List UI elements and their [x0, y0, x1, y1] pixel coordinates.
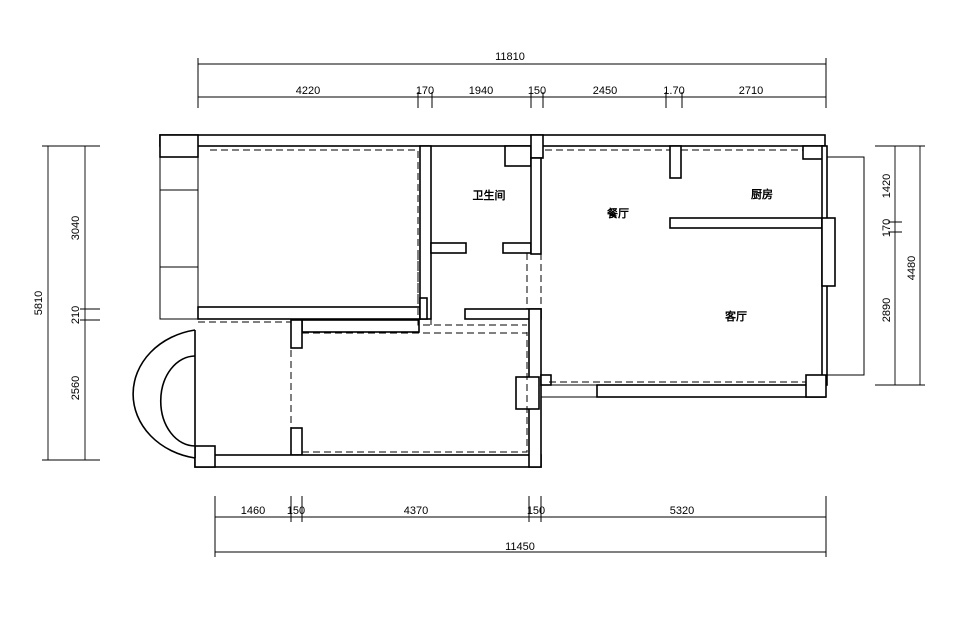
dim-bottom-1: 1460 [241, 505, 265, 517]
dim-right-2: 170 [881, 219, 893, 237]
room-kitchen: 厨房 [751, 187, 773, 201]
dim-top-4: 150 [528, 85, 546, 97]
bottom-dimensions: 1460 150 4370 150 5320 11450 [214, 496, 827, 557]
room-bathroom: 卫生间 [473, 188, 506, 202]
dim-right-3: 2890 [881, 298, 893, 322]
dim-top-7: 2710 [739, 85, 763, 97]
dim-bottom-3: 4370 [404, 505, 428, 517]
room-living: 客厅 [724, 309, 747, 323]
dim-bottom-2: 150 [287, 505, 305, 517]
dashed-lines [197, 149, 818, 455]
right-dimensions: 1420 170 2890 4480 [875, 145, 925, 386]
dim-top-5: 2450 [593, 85, 617, 97]
dim-left-3: 2560 [70, 376, 82, 400]
dim-left-total: 5810 [33, 291, 45, 315]
left-dimensions: 5810 3040 210 2560 [33, 145, 100, 461]
dim-bottom-total: 11450 [505, 541, 535, 553]
dim-top-total: 11810 [495, 51, 525, 63]
room-labels: 卫生间 餐厅 厨房 客厅 [473, 187, 774, 323]
dim-top-1: 4220 [296, 85, 320, 97]
dim-left-1: 3040 [70, 216, 82, 240]
dim-left-2: 210 [70, 306, 82, 324]
walls [132, 134, 865, 468]
dim-top-6: 1.70 [663, 85, 684, 97]
room-dining: 餐厅 [606, 206, 629, 220]
dim-bottom-4: 150 [527, 505, 545, 517]
top-dimensions: 11810 4220 170 1940 150 2450 1.70 2710 [197, 51, 827, 108]
dim-bottom-5: 5320 [670, 505, 694, 517]
dim-right-total: 4480 [906, 256, 918, 280]
dim-top-2: 170 [416, 85, 434, 97]
dim-top-3: 1940 [469, 85, 493, 97]
dim-right-1: 1420 [881, 174, 893, 198]
